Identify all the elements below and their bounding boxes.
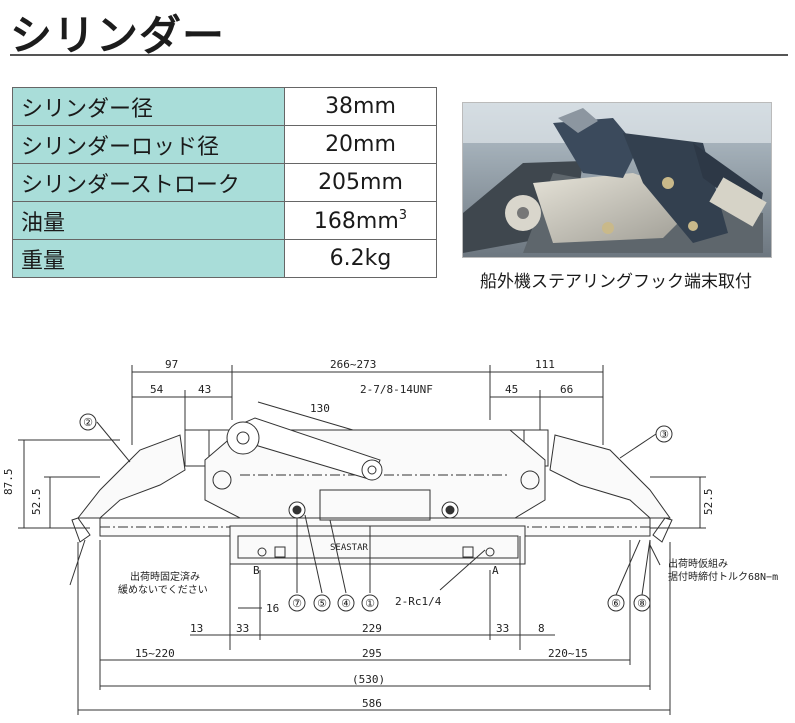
spec-label: シリンダー径: [12, 87, 285, 126]
dim-52-5-right: 52.5: [702, 489, 715, 516]
spec-row: 重量 6.2kg: [12, 239, 437, 278]
note-left-1: 出荷時固定済み: [130, 570, 200, 583]
dim-8: 8: [538, 622, 545, 635]
callout-4: ④: [341, 597, 351, 610]
callout-1: ①: [365, 597, 375, 610]
dim-295: 295: [362, 647, 382, 660]
callout-5: ⑤: [317, 597, 327, 610]
cylinder-label: SEASTAR: [330, 543, 369, 553]
dim-229: 229: [362, 622, 382, 635]
dim-43: 43: [198, 383, 211, 396]
callout-8: ⑧: [637, 597, 647, 610]
dim-130: 130: [310, 402, 330, 415]
thread-note: 2-7/8-14UNF: [360, 383, 433, 396]
spec-value: 168mm3: [284, 201, 437, 240]
spec-label: 重量: [12, 239, 285, 278]
note-left-2: 緩めないでください: [118, 583, 208, 596]
page-title: シリンダー: [10, 11, 226, 60]
spec-label: シリンダーロッド径: [12, 125, 285, 164]
title-underline: [10, 54, 788, 56]
callout-7: ⑦: [292, 597, 302, 610]
dim-52-5-left: 52.5: [30, 489, 43, 516]
dim-220-15: 220~15: [548, 647, 588, 660]
port-b-label: B: [253, 564, 260, 577]
dim-66: 66: [560, 383, 573, 396]
spec-value: 38mm: [284, 87, 437, 126]
spec-value: 205mm: [284, 163, 437, 202]
photo-caption: 船外機ステアリングフック端末取付: [480, 272, 752, 292]
spec-label: 油量: [12, 201, 285, 240]
callout-6: ⑥: [611, 597, 621, 610]
callout-2: ②: [83, 416, 93, 429]
dim-54: 54: [150, 383, 164, 396]
technical-drawing: 97 266~273 111 54 43 45 66 130 2-7/8-14U…: [2, 358, 778, 715]
dim-33-right: 33: [496, 622, 509, 635]
spec-row: シリンダーストローク 205mm: [12, 163, 437, 202]
spec-label: シリンダーストローク: [12, 163, 285, 202]
dim-111: 111: [535, 358, 555, 371]
dim-266-273: 266~273: [330, 358, 376, 371]
dim-13: 13: [190, 622, 203, 635]
spec-value: 20mm: [284, 125, 437, 164]
port-a-label: A: [492, 564, 499, 577]
dim-33-left: 33: [236, 622, 249, 635]
dim-530: (530): [352, 673, 385, 686]
dim-586: 586: [362, 697, 382, 710]
note-right-2: 据付時締付トルク68N−m: [668, 570, 778, 583]
callout-3: ③: [659, 428, 669, 441]
spec-table: シリンダー径 38mm シリンダーロッド径 20mm シリンダーストローク 20…: [12, 87, 437, 278]
port-note: 2-Rc1/4: [395, 595, 442, 608]
unit-superscript: 3: [398, 207, 408, 223]
note-right-1: 出荷時仮組み: [668, 557, 728, 570]
spec-value: 6.2kg: [284, 239, 437, 278]
spec-row: シリンダー径 38mm: [12, 87, 437, 126]
spec-row: シリンダーロッド径 20mm: [12, 125, 437, 164]
dim-87-5: 87.5: [2, 469, 15, 496]
spec-row: 油量 168mm3: [12, 201, 437, 240]
dim-16: 16: [266, 602, 279, 615]
cylinder-photo: [462, 102, 772, 258]
dim-45: 45: [505, 383, 518, 396]
dim-97: 97: [165, 358, 178, 371]
dim-15-220: 15~220: [135, 647, 175, 660]
